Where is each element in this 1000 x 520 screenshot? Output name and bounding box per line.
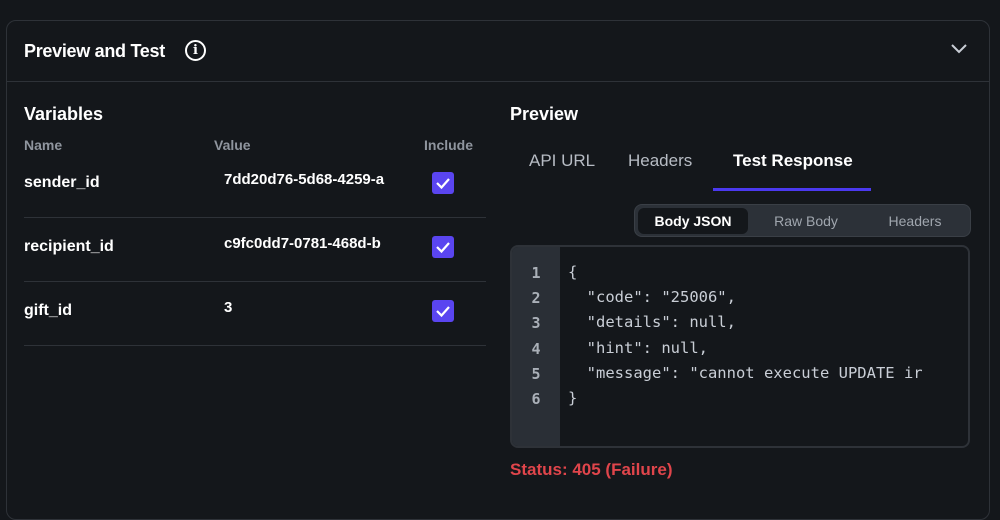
line-number: 6	[531, 390, 541, 408]
subtab-raw-body[interactable]: Raw Body	[774, 213, 838, 229]
subtab-body-json[interactable]: Body JSON	[638, 208, 748, 234]
subtab-headers[interactable]: Headers	[888, 213, 942, 229]
panel-title: Preview and Test	[24, 41, 165, 61]
code-line: {	[568, 263, 578, 281]
chevron-down-icon[interactable]	[950, 40, 968, 58]
line-number: 1	[531, 264, 541, 282]
variable-value-input[interactable]: c9fc0dd7-0781-468d-b	[224, 235, 381, 252]
variable-row: recipient_id c9fc0dd7-0781-468d-b	[24, 218, 486, 282]
code-line: "details": null,	[568, 313, 736, 331]
tab-api-url[interactable]: API URL	[529, 151, 596, 170]
variable-value-input[interactable]: 7dd20d76-5d68-4259-a	[224, 171, 385, 188]
include-checkbox[interactable]	[432, 172, 454, 194]
variable-row: sender_id 7dd20d76-5d68-4259-a	[24, 154, 486, 218]
line-number-gutter	[512, 247, 560, 446]
tab-test-response[interactable]: Test Response	[733, 151, 853, 170]
response-view-toggle: Body JSON Raw Body Headers	[634, 204, 971, 237]
code-line: }	[568, 389, 578, 407]
check-icon	[436, 242, 450, 254]
header-divider	[6, 81, 990, 82]
column-name: Name	[24, 137, 63, 153]
variable-name: gift_id	[24, 302, 72, 319]
variables-heading: Variables	[24, 104, 104, 124]
code-line: "hint": null,	[568, 339, 708, 357]
response-code-viewer[interactable]: 1 2 3 4 5 6 { "code": "25006", "details"…	[510, 245, 970, 448]
line-number: 2	[531, 289, 541, 307]
include-checkbox[interactable]	[432, 236, 454, 258]
variable-name: recipient_id	[24, 238, 114, 255]
include-checkbox[interactable]	[432, 300, 454, 322]
column-value: Value	[214, 137, 251, 153]
variable-value-input[interactable]: 3	[224, 299, 233, 316]
code-line: "code": "25006",	[568, 288, 736, 306]
variable-name: sender_id	[24, 174, 100, 191]
preview-heading: Preview	[510, 104, 579, 124]
variable-row: gift_id 3	[24, 282, 486, 346]
check-icon	[436, 306, 450, 318]
code-line: "message": "cannot execute UPDATE ir	[568, 364, 923, 382]
line-number: 3	[531, 314, 541, 332]
active-tab-indicator	[713, 188, 871, 191]
info-icon[interactable]: i	[185, 40, 206, 61]
line-number: 4	[531, 340, 541, 358]
tab-headers[interactable]: Headers	[628, 151, 693, 170]
column-include: Include	[424, 137, 474, 153]
check-icon	[436, 178, 450, 190]
line-number: 5	[531, 365, 541, 383]
status-text: Status: 405 (Failure)	[510, 460, 673, 479]
